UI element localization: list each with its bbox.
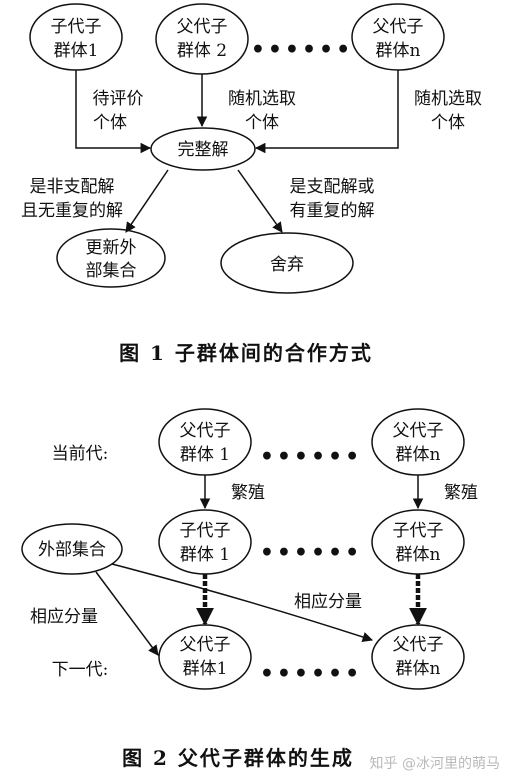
svg-text:父代子: 父代子 — [393, 421, 444, 441]
svg-text:部集合: 部集合 — [86, 261, 137, 281]
edge-complete-to-update — [125, 169, 169, 233]
label-non-dominated-line1: 是非支配解 — [30, 177, 115, 197]
svg-text:父代子: 父代子 — [180, 421, 231, 441]
node-child-n-line1: 子代子 — [393, 521, 444, 541]
label-random-select-n-line2: 个体 — [431, 113, 465, 133]
edge-parentn-to-complete — [254, 70, 399, 154]
node-child-1-line1: 子代子 — [180, 521, 231, 541]
node-external-set-label: 外部集合 — [38, 540, 106, 560]
node-update-external-set-line2: 部集合 — [86, 261, 137, 281]
node-child-n — [371, 509, 465, 575]
svg-text:群体n: 群体n — [376, 41, 421, 61]
svg-text:群体n: 群体n — [396, 445, 441, 465]
label-breed-1: 繁殖 — [231, 483, 265, 503]
node-current-parent-1-line1: 父代子 — [180, 421, 231, 441]
figure-2-ellipsis-middle: •••••• — [260, 540, 362, 566]
label-dominated-or-dup-line2: 有重复的解 — [290, 201, 375, 221]
label-non-dominated-line2: 且无重复的解 — [21, 201, 123, 221]
label-breed-n: 繁殖 — [444, 483, 478, 503]
node-parent-pop-n — [351, 3, 445, 71]
row-label-next-gen: 下一代: — [52, 660, 109, 680]
row-label-current-gen: 当前代: — [52, 444, 109, 464]
node-current-parent-n-line2: 群体n — [396, 445, 441, 465]
node-child-1 — [158, 509, 252, 575]
svg-text:子代子: 子代子 — [180, 521, 231, 541]
svg-text:群体 2: 群体 2 — [177, 41, 227, 61]
node-child-pop-1-line1: 子代子 — [51, 17, 102, 37]
node-child-pop-1 — [29, 3, 123, 71]
svg-text:群体 1: 群体 1 — [180, 445, 230, 465]
edge-external-to-next1 — [95, 571, 159, 656]
figure-2-text: 当前代: 下一代: 父代子 群体 1 •••••• 父代子 群体n 繁殖 繁殖 … — [30, 421, 478, 770]
node-discard — [220, 232, 354, 294]
node-child-n-line2: 群体n — [396, 545, 441, 565]
figure-2-caption: 图 2 父代子群体的生成 — [122, 746, 354, 770]
node-parent-pop-2 — [155, 3, 249, 75]
node-current-parent-n — [371, 408, 465, 476]
node-current-parent-1-line2: 群体 1 — [180, 445, 230, 465]
figure-2 — [21, 408, 465, 690]
node-complete-solution — [150, 127, 256, 171]
figure-1-text: 子代子 群体1 父代子 群体 2 •••••• 父代子 群体n 完整解 更新外 … — [21, 17, 482, 365]
svg-text:群体n: 群体n — [396, 659, 441, 679]
label-random-select-n-line1: 随机选取 — [414, 89, 482, 109]
figure-1-ellipsis: •••••• — [251, 37, 353, 63]
node-child-pop-1-line2: 群体1 — [54, 41, 99, 61]
label-random-select-2-line1: 随机选取 — [228, 89, 296, 109]
node-next-parent-1-line2: 群体1 — [183, 659, 228, 679]
watermark: 知乎 @冰河里的萌马 — [370, 755, 500, 772]
label-random-select-2-line2: 个体 — [245, 113, 279, 133]
node-update-external-set-line1: 更新外 — [86, 238, 137, 258]
node-next-parent-n-line1: 父代子 — [393, 635, 444, 655]
svg-text:群体1: 群体1 — [183, 659, 228, 679]
svg-text:群体1: 群体1 — [54, 41, 99, 61]
node-next-parent-n-line2: 群体n — [396, 659, 441, 679]
svg-text:群体 1: 群体 1 — [180, 545, 230, 565]
node-parent-pop-2-line2: 群体 2 — [177, 41, 227, 61]
svg-text:子代子: 子代子 — [51, 17, 102, 37]
svg-text:父代子: 父代子 — [393, 635, 444, 655]
label-component-left: 相应分量 — [30, 607, 98, 627]
node-parent-pop-n-line1: 父代子 — [373, 17, 424, 37]
label-dominated-or-dup-line1: 是支配解或 — [290, 177, 375, 197]
edge-child1-to-complete — [75, 70, 152, 154]
node-parent-pop-2-line1: 父代子 — [177, 17, 228, 37]
node-child-1-line2: 群体 1 — [180, 545, 230, 565]
node-current-parent-n-line1: 父代子 — [393, 421, 444, 441]
label-to-evaluate-line2: 个体 — [93, 113, 127, 133]
label-component-right: 相应分量 — [294, 592, 362, 612]
node-external-set — [21, 523, 123, 575]
node-discard-label: 舍弃 — [270, 255, 304, 275]
node-complete-solution-label: 完整解 — [178, 140, 229, 160]
svg-text:更新外: 更新外 — [86, 238, 137, 258]
node-update-external-set — [56, 228, 166, 288]
svg-text:子代子: 子代子 — [393, 521, 444, 541]
edge-complete-to-discard — [237, 169, 283, 233]
figure-1 — [29, 3, 445, 294]
node-current-parent-1 — [158, 408, 252, 476]
node-next-parent-n — [371, 624, 465, 690]
node-next-parent-1 — [158, 624, 252, 690]
label-to-evaluate-line1: 待评价 — [93, 89, 144, 109]
svg-text:父代子: 父代子 — [373, 17, 424, 37]
svg-text:父代子: 父代子 — [180, 635, 231, 655]
node-next-parent-1-line1: 父代子 — [180, 635, 231, 655]
figure-1-caption: 图 1 子群体间的合作方式 — [119, 341, 373, 365]
figure-2-ellipsis-top: •••••• — [260, 444, 362, 470]
node-parent-pop-n-line2: 群体n — [376, 41, 421, 61]
svg-text:群体n: 群体n — [396, 545, 441, 565]
svg-text:父代子: 父代子 — [177, 17, 228, 37]
figure-2-ellipsis-bottom: •••••• — [260, 661, 362, 687]
edge-external-to-nextn — [111, 563, 373, 643]
